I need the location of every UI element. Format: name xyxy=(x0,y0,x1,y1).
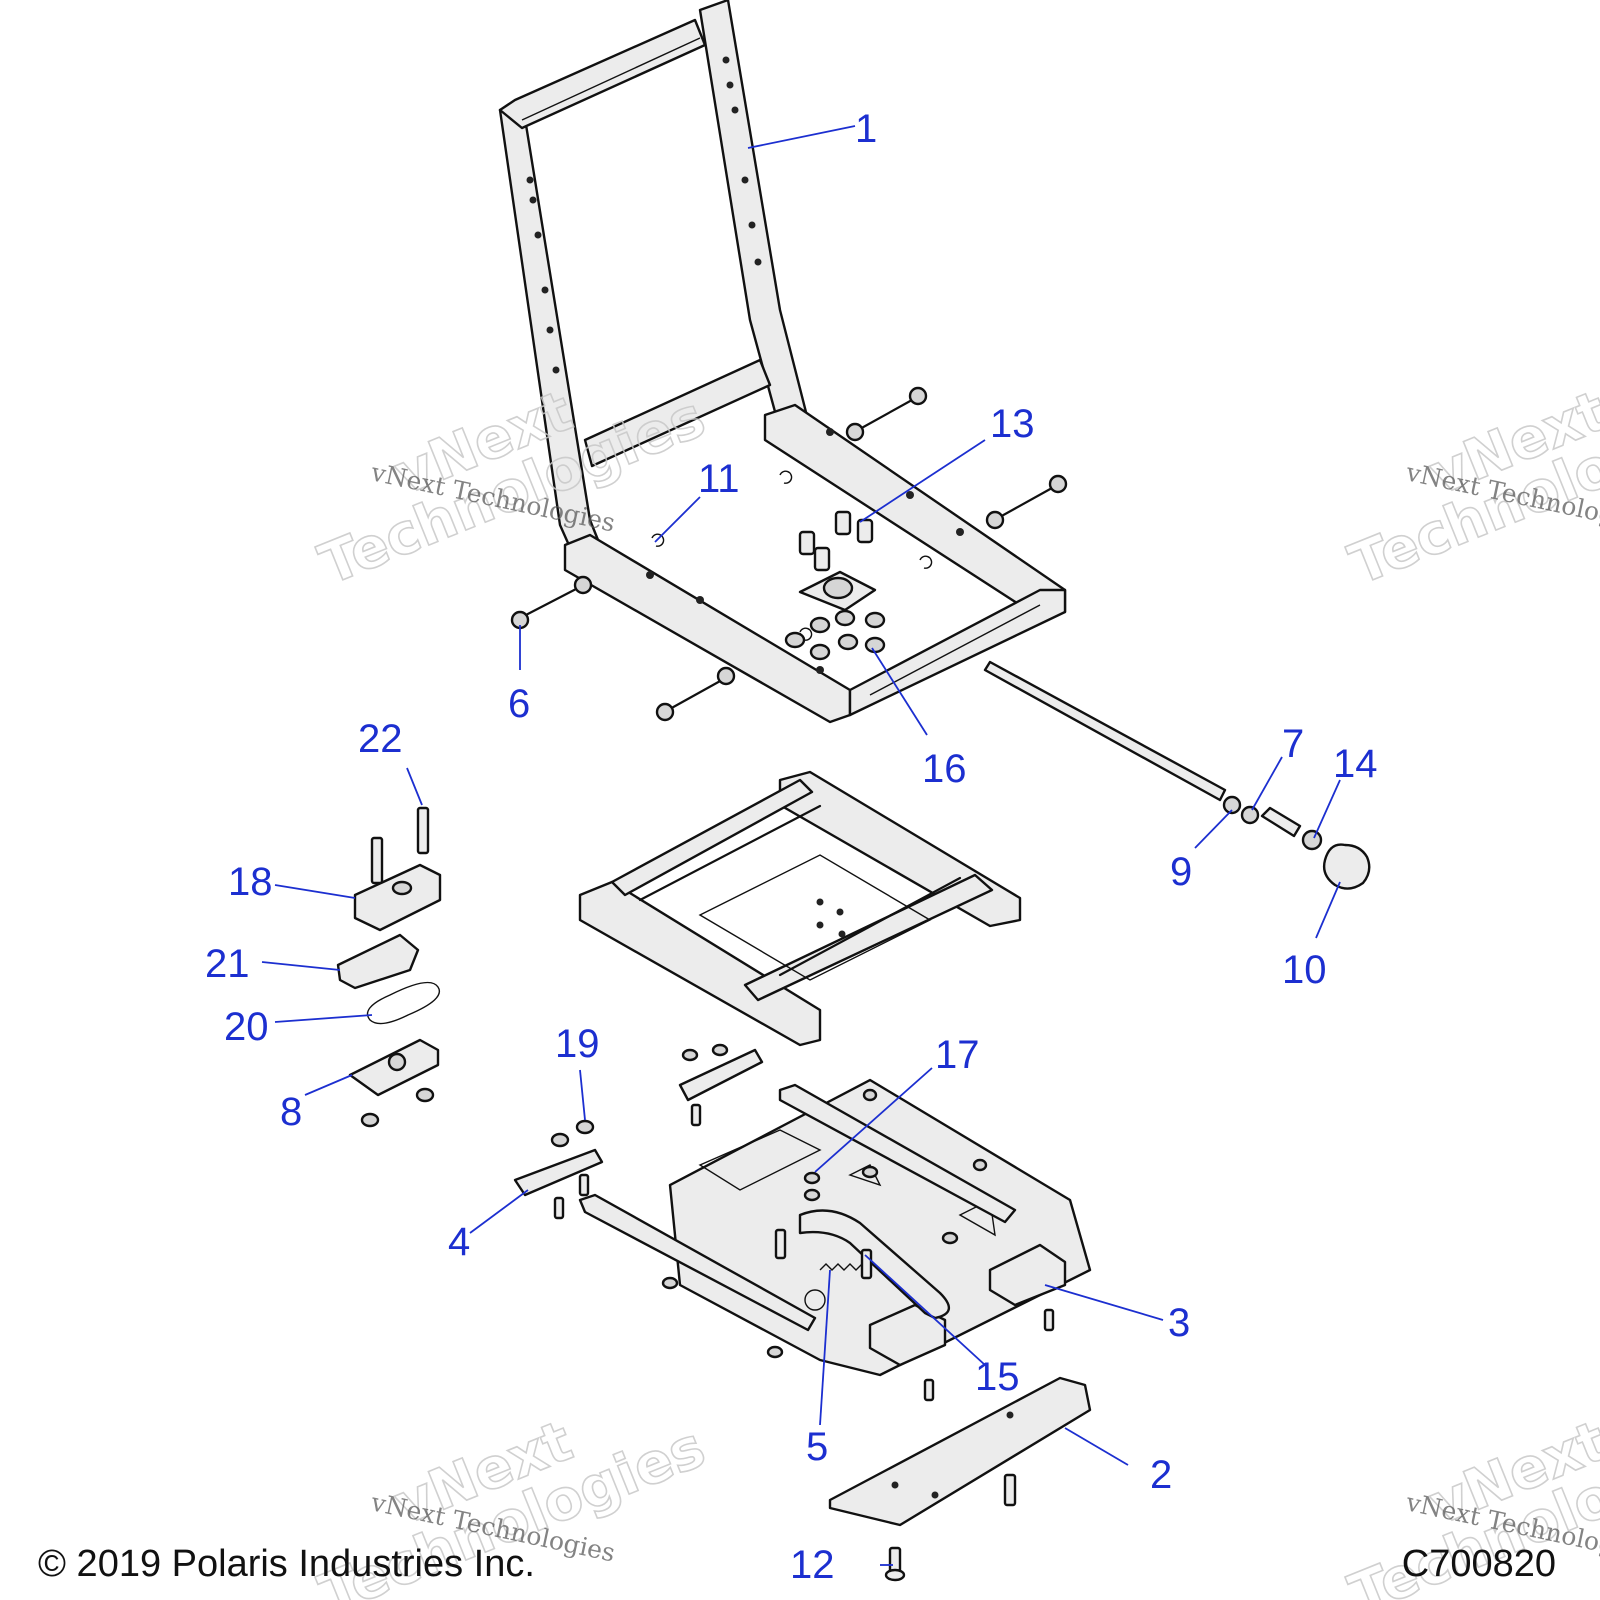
bolt-part-22 xyxy=(416,806,430,855)
plate-part-4 xyxy=(513,1148,604,1197)
callout-12: 12 xyxy=(790,1543,835,1587)
clips-part-11 xyxy=(651,470,933,641)
latch-parts-stack xyxy=(336,806,442,1128)
rail-left xyxy=(578,1193,817,1332)
callout-22: 22 xyxy=(358,717,403,761)
watermark-right-top: vNext Technologies vNext Technologies xyxy=(1340,378,1600,599)
callout-2: 2 xyxy=(1150,1453,1172,1497)
pivot-pins-part-6 xyxy=(510,386,1068,722)
nut-part-14 xyxy=(1301,829,1323,851)
spring-part-20 xyxy=(366,981,440,1025)
callout-1: 1 xyxy=(855,107,877,151)
callout-16: 16 xyxy=(922,747,967,791)
rail-right xyxy=(778,1083,1017,1224)
knob-part-10 xyxy=(1322,843,1371,890)
latch-part-21 xyxy=(336,933,420,990)
callout-13: 13 xyxy=(990,402,1035,446)
callout-9: 9 xyxy=(1170,850,1192,894)
seat-frame-part-1 xyxy=(498,0,1067,724)
plate-upper xyxy=(678,1048,764,1102)
callout-8: 8 xyxy=(280,1090,302,1134)
callout-4: 4 xyxy=(448,1220,470,1264)
seat-slider-frame xyxy=(578,770,1022,1047)
callout-10: 10 xyxy=(1282,948,1327,992)
bolt-left-part-22 xyxy=(370,836,384,885)
drawing-code: C700820 xyxy=(1401,1543,1556,1585)
mount-bolts-part-13 xyxy=(798,510,877,612)
callout-19: 19 xyxy=(555,1022,600,1066)
callout-5: 5 xyxy=(806,1425,828,1469)
callout-21: 21 xyxy=(205,942,250,986)
washer-part-7 xyxy=(1240,805,1260,825)
guard-plate-part-2 xyxy=(828,1376,1092,1527)
adjust-rod-assembly xyxy=(983,660,1371,890)
base-plate-assembly xyxy=(513,1043,1092,1402)
nut-part-19 xyxy=(575,1119,595,1135)
callout-3: 3 xyxy=(1168,1301,1190,1345)
callout-numbers: 1 2 3 4 5 6 7 8 9 10 11 12 13 14 15 16 1… xyxy=(205,107,1378,1587)
callout-11: 11 xyxy=(698,457,740,501)
callout-17: 17 xyxy=(935,1033,980,1077)
bracket-part-3 xyxy=(988,1243,1067,1307)
callout-7: 7 xyxy=(1282,722,1304,766)
spring-part-5 xyxy=(819,1263,869,1271)
leader-lines xyxy=(261,125,1341,1566)
washer-part-9 xyxy=(1222,795,1242,815)
watermark-left-top: vNext Technologies vNext Technologies xyxy=(310,378,715,599)
callout-14: 14 xyxy=(1333,742,1378,786)
upright-holes xyxy=(526,56,762,374)
nut-part-17 xyxy=(803,1171,821,1185)
callout-18: 18 xyxy=(228,860,273,904)
bolt-part-12 xyxy=(884,1546,906,1582)
nuts-washers-part-16 xyxy=(784,609,886,661)
bracket-part-18 xyxy=(353,863,442,932)
callout-6: 6 xyxy=(508,682,530,726)
callout-20: 20 xyxy=(224,1005,269,1049)
copyright-notice: © 2019 Polaris Industries Inc. xyxy=(38,1543,535,1585)
callout-15: 15 xyxy=(975,1355,1020,1399)
